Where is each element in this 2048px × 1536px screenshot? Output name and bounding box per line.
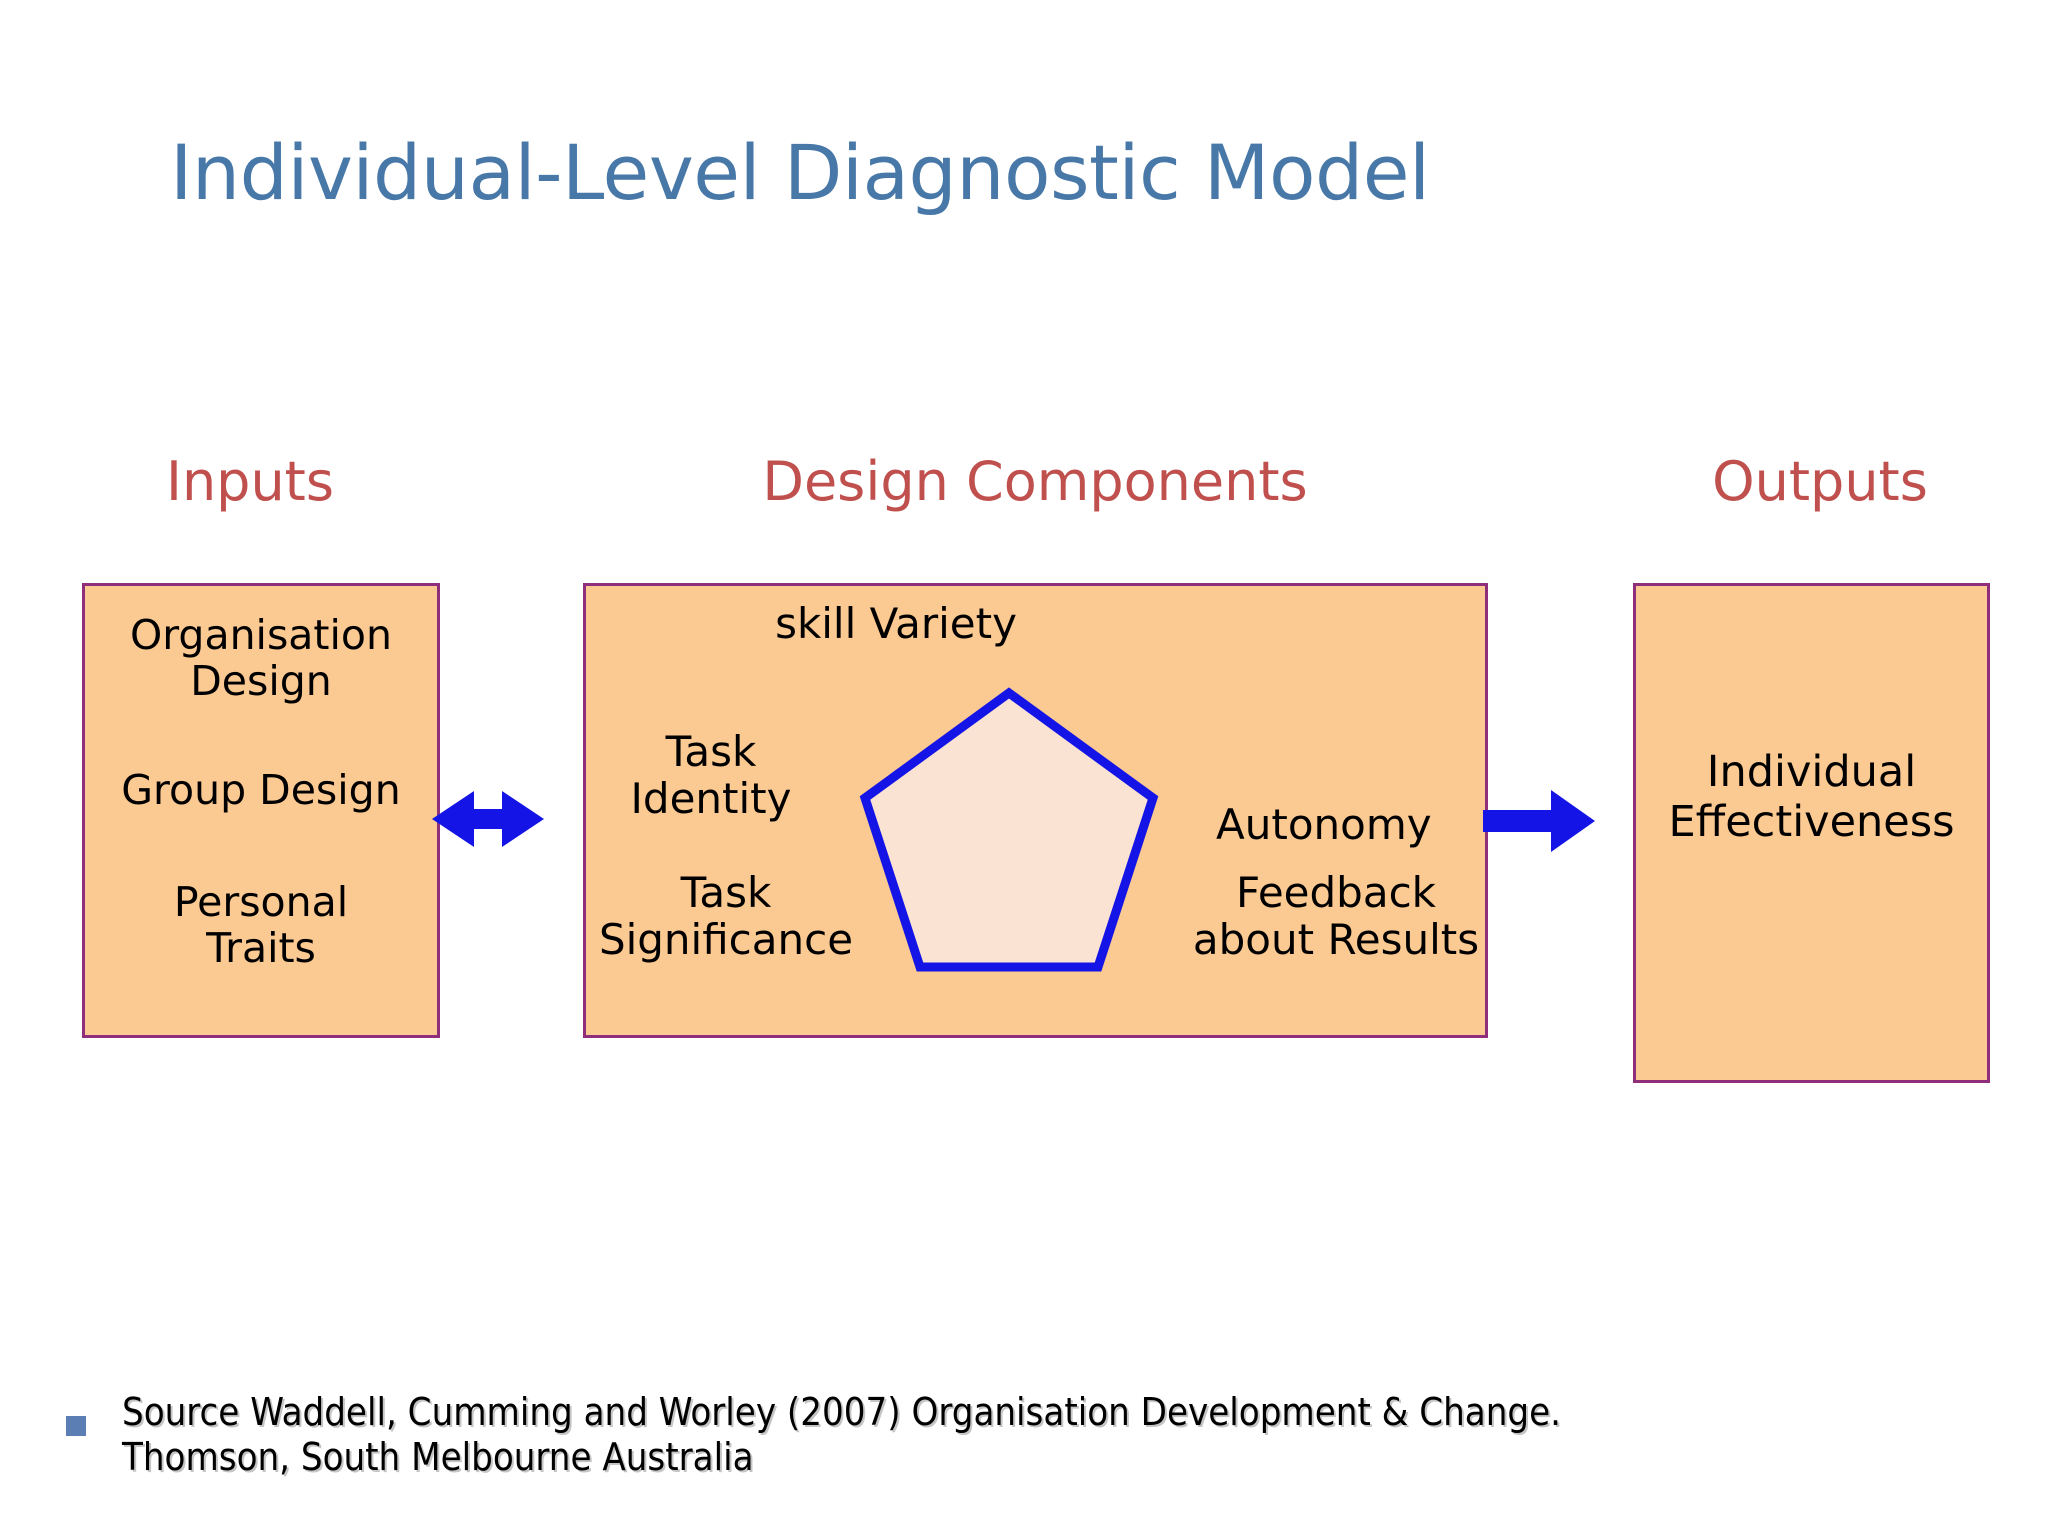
inputs-item-group-design: Group Design [121,766,401,814]
design-component-task-significance: Task Significance [598,868,854,965]
inputs-item-organisation-design: Organisation Design [130,611,392,706]
design-component-skill-variety: skill Variety [775,599,1017,648]
page-title: Individual-Level Diagnostic Model [170,128,1430,217]
design-component-task-identity: Task Identity [630,727,792,824]
column-header-inputs: Inputs [166,450,334,513]
design-component-autonomy: Autonomy [1216,800,1432,849]
bullet-square-icon [66,1416,86,1436]
outputs-box: Individual Effectiveness [1633,583,1990,1083]
column-header-outputs: Outputs [1712,450,1928,513]
column-header-design-components: Design Components [762,450,1308,513]
footer-source-text: Source Waddell, Cumming and Worley (2007… [122,1390,1561,1479]
design-component-feedback-about-results: Feedback about Results [1192,868,1480,965]
inputs-item-personal-traits: Personal Traits [173,878,349,973]
inputs-box: Organisation Design Group Design Persona… [82,583,440,1038]
double-headed-arrow-icon [432,785,544,857]
outputs-item-individual-effectiveness: Individual Effectiveness [1668,747,1955,847]
right-arrow-icon [1483,790,1595,856]
pentagon-shape [858,686,1160,991]
design-components-box: skill Variety Task Identity Autonomy Tas… [583,583,1488,1038]
